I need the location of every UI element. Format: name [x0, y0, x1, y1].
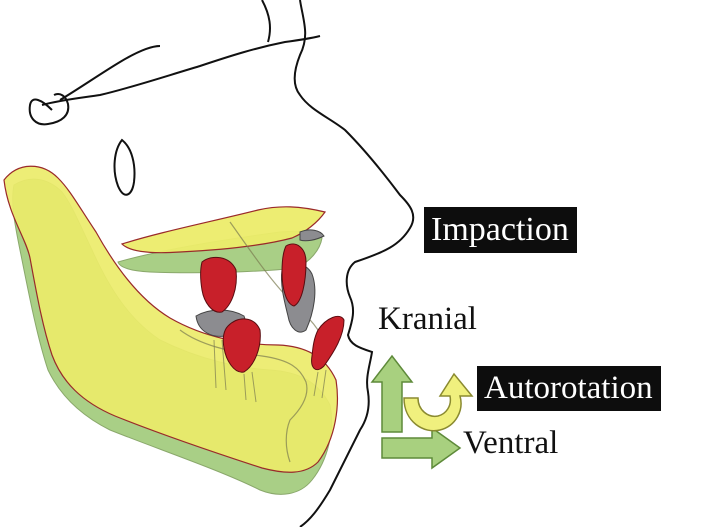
molar-red-lower-left [222, 318, 261, 373]
impaction-label: Impaction [424, 207, 577, 253]
ear-outline [28, 93, 70, 126]
ventral-label: Ventral [463, 425, 559, 461]
ear-canal-line [59, 45, 161, 101]
nasal-bone-line [261, 0, 271, 43]
kranial-arrow-icon [370, 354, 414, 433]
incisor-red-lower [311, 315, 345, 371]
maxilla-impacted-yellow [120, 206, 326, 254]
orbit-rim-line [41, 35, 321, 106]
molar-red-upper-right [281, 243, 307, 307]
facial-profile-outline [293, 0, 415, 527]
molar-red-upper-left [200, 256, 237, 313]
mandible-rotated-yellow [3, 165, 338, 473]
kranial-label: Kranial [378, 301, 477, 337]
incisor-gray-upper [299, 229, 325, 242]
tooth-roots [213, 339, 327, 403]
pterygoid-outline [113, 138, 136, 196]
autorotation-arrow-icon [403, 372, 474, 432]
ventral-arrow-icon [381, 426, 462, 470]
autorotation-label: Autorotation [477, 366, 661, 411]
